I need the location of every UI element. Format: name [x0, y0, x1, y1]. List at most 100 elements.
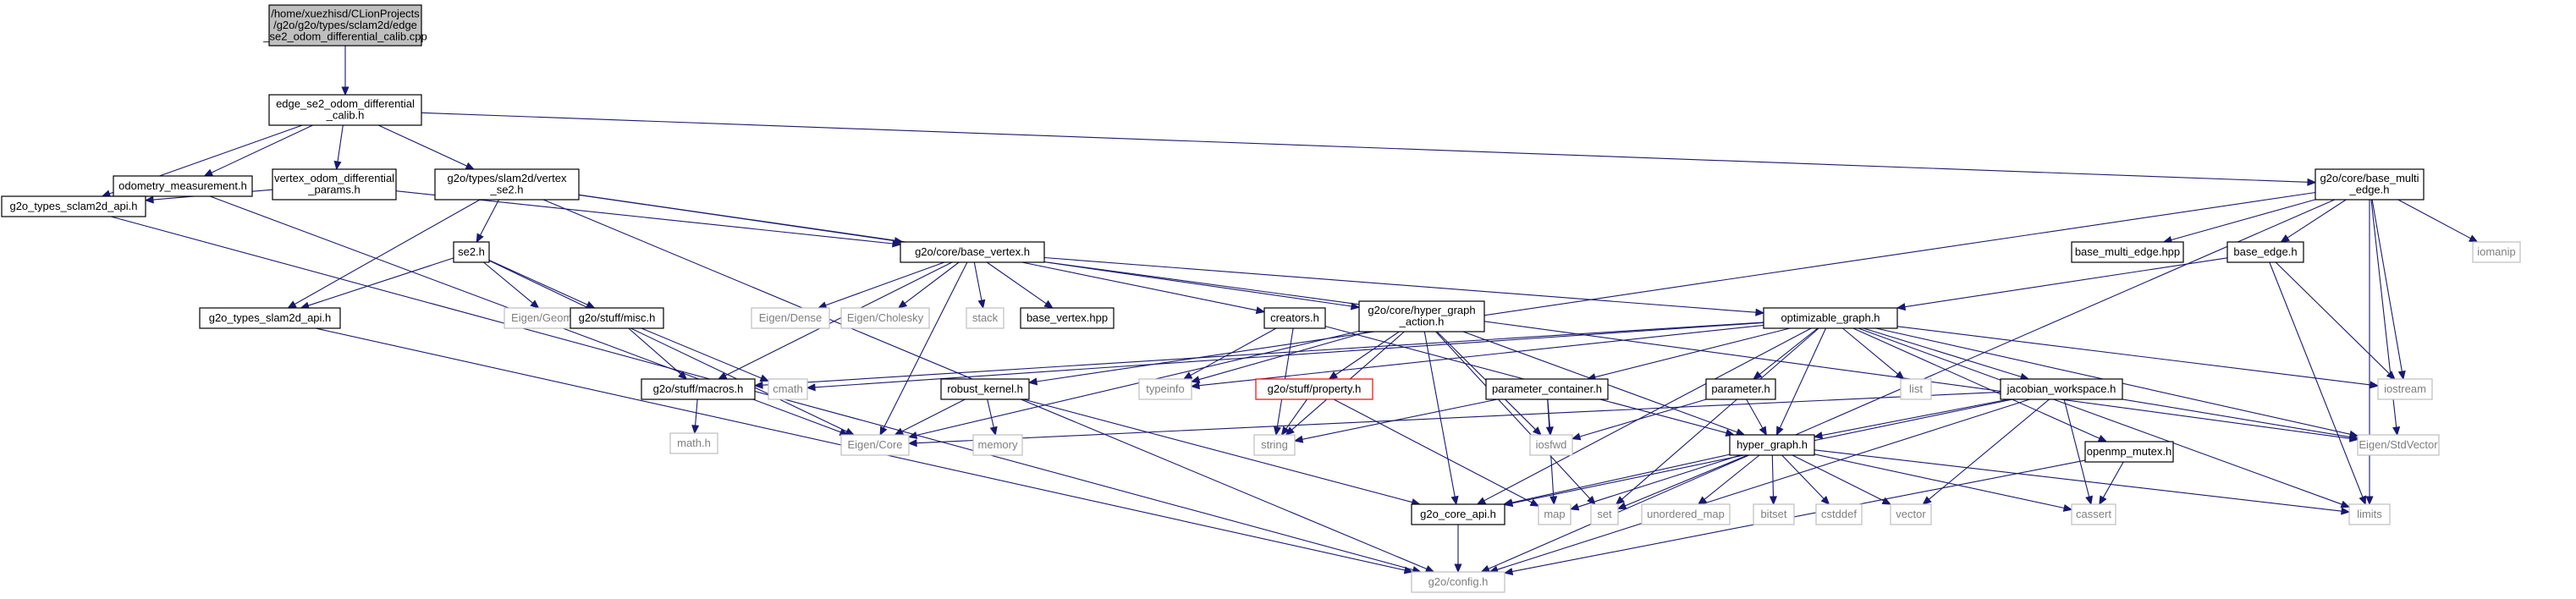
arrowhead — [1697, 496, 1708, 505]
node-root[interactable]: /home/xuezhisd/CLionProjects/g2o/g2o/typ… — [262, 4, 427, 47]
node-label-line: cstddef — [1821, 508, 1857, 520]
node-jacobian[interactable]: jacobian_workspace.h — [2000, 378, 2123, 400]
node-cmath: cmath — [768, 378, 808, 400]
edge-base_vertex-to-eigen_dense — [817, 261, 945, 310]
node-label-line: iomanip — [2477, 245, 2516, 258]
node-box — [641, 378, 756, 400]
edge-base_multi-to-robust — [1027, 191, 2316, 386]
node-box — [1, 195, 146, 217]
node-edge-h[interactable]: edge_se2_odom_differential_calib.h — [268, 94, 422, 126]
edge-line — [1779, 327, 1826, 429]
arrowhead — [287, 300, 297, 309]
node-se2[interactable]: se2.h — [453, 241, 490, 263]
node-core-api[interactable]: g2o_core_api.h — [1411, 503, 1505, 525]
node-box — [2084, 441, 2174, 463]
arrowhead — [845, 427, 856, 436]
edge-jacobian-to-config — [1489, 398, 2030, 574]
node-box — [751, 307, 830, 329]
edge-line — [1043, 256, 1757, 313]
node-base-vertex[interactable]: g2o/core/base_vertex.h — [900, 241, 1045, 263]
edge-line — [1276, 327, 1294, 428]
edge-line — [695, 398, 698, 426]
edge-line — [1625, 454, 1748, 507]
arrowhead — [977, 299, 986, 310]
node-hga[interactable]: g2o/core/hyper_graph_action.h — [1358, 300, 1485, 332]
edge-line — [1036, 191, 2316, 382]
node-box — [2377, 378, 2433, 400]
node-base-multi[interactable]: g2o/core/base_multi_edge.h — [2315, 168, 2425, 201]
node-robust[interactable]: robust_kernel.h — [940, 378, 1030, 400]
edge-openmp-to-config — [1503, 459, 2086, 575]
arrowhead — [1476, 497, 1487, 505]
arrowhead — [1571, 432, 1582, 441]
node-base-vertex-hpp[interactable]: base_vertex.hpp — [1020, 307, 1115, 329]
node-property: g2o/stuff/property.h — [1255, 378, 1373, 400]
edge-line — [483, 261, 533, 304]
node-base-multi-hpp[interactable]: base_multi_edge.hpp — [2071, 241, 2184, 263]
edge-line — [1423, 331, 1456, 497]
edge-line — [1814, 449, 2342, 512]
node-label-line: g2o/stuff/property.h — [1268, 382, 1362, 395]
node-label-line: jacobian_workspace.h — [2006, 382, 2116, 395]
node-param-cont[interactable]: parameter_container.h — [1485, 378, 1609, 400]
node-openmp[interactable]: openmp_mutex.h — [2084, 441, 2174, 463]
edge-line — [211, 124, 313, 173]
node-box — [966, 307, 1005, 329]
arrowhead — [1922, 496, 1932, 505]
nodes-layer: /home/xuezhisd/CLionProjects/g2o/g2o/typ… — [1, 4, 2521, 593]
node-box — [1753, 503, 1795, 525]
edge-robust-to-core_api — [1023, 398, 1421, 507]
arrowhead — [1480, 565, 1491, 573]
node-memory: memory — [972, 434, 1023, 456]
arrowhead — [1529, 498, 1540, 507]
node-slam2d-api[interactable]: g2o_types_slam2d_api.h — [199, 307, 341, 329]
node-vertex-odom[interactable]: vertex_odom_differential_params.h — [272, 168, 397, 201]
edge-line — [1335, 331, 1400, 376]
node-label-line: parameter.h — [1711, 382, 1770, 395]
node-parameter[interactable]: parameter.h — [1705, 378, 1776, 400]
node-creators[interactable]: creators.h — [1263, 307, 1326, 329]
node-set: set — [1590, 503, 1619, 525]
edge-hga-to-typeinfo — [1190, 331, 1368, 383]
node-vertex-se2[interactable]: g2o/types/slam2d/vertex_se2.h — [434, 168, 580, 201]
edge-hyper_graph-to-set — [1616, 454, 1748, 509]
node-misc[interactable]: g2o/stuff/misc.h — [570, 307, 664, 329]
node-opt-graph[interactable]: optimizable_graph.h — [1763, 307, 1898, 329]
edge-base_edge-to-opt_graph — [1896, 257, 2228, 311]
arrowhead — [1255, 306, 1266, 315]
arrowhead — [341, 86, 350, 96]
node-box — [2472, 241, 2521, 263]
edge-line — [337, 124, 344, 162]
edge-line — [1896, 326, 2371, 386]
edge-opt_graph-to-core_api — [1476, 327, 1812, 505]
node-label-line: parameter_container.h — [1492, 382, 1602, 395]
node-label-line: _se2_odom_differential_calib.cpp — [262, 30, 427, 42]
edge-base_vertex-to-opt_graph — [1043, 256, 1765, 316]
node-label-line: base_edge.h — [2233, 245, 2297, 258]
node-macros[interactable]: g2o/stuff/macros.h — [641, 378, 756, 400]
arrowhead — [1293, 435, 1304, 443]
node-sclam-api[interactable]: g2o_types_sclam2d_api.h — [1, 195, 146, 217]
node-hyper-graph[interactable]: hyper_graph.h — [1729, 434, 1815, 456]
edge-line — [1771, 454, 1775, 497]
node-odom-meas[interactable]: odometry_measurement.h — [113, 175, 253, 197]
arrowhead — [759, 374, 770, 382]
edge-hyper_graph-to-core_api — [1503, 453, 1731, 507]
edge-line — [1842, 327, 1899, 375]
edge-line — [883, 261, 968, 429]
edge-jacobian-to-eigen_stdvec — [2122, 398, 2359, 441]
arrowhead — [1569, 503, 1580, 511]
node-label-line: robust_kernel.h — [947, 382, 1023, 395]
node-unordered-map: unordered_map — [1641, 503, 1731, 525]
node-box — [199, 307, 341, 329]
arrowhead — [1190, 382, 1200, 390]
arrowhead — [2341, 507, 2351, 515]
edge-line — [1792, 454, 1885, 502]
edge-hyper_graph-to-cstddef — [1781, 454, 1830, 505]
edge-opt_graph-to-param_cont — [1586, 327, 1791, 382]
edge-base_multi-to-iostream — [2371, 199, 2406, 381]
edge-edge_h-to-base_multi — [421, 112, 2317, 186]
node-base-edge[interactable]: base_edge.h — [2226, 241, 2304, 263]
edge-line — [904, 261, 960, 305]
